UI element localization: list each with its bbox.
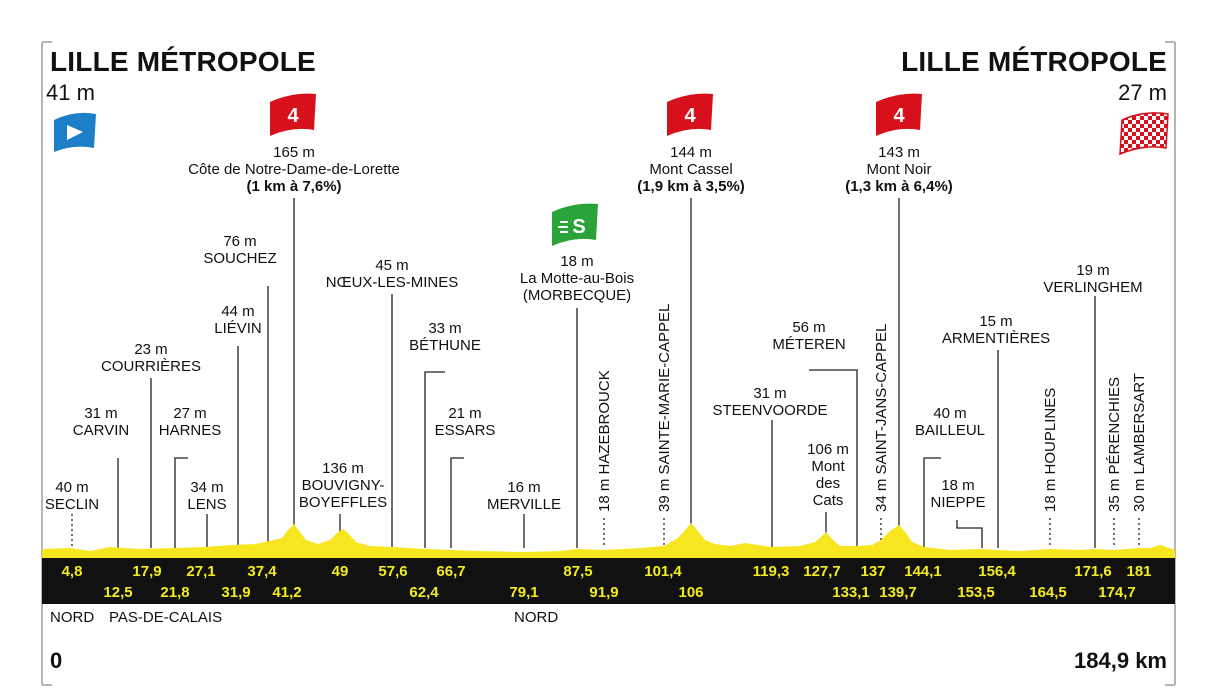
km-marker: 137 <box>860 563 886 580</box>
start-flag-icon <box>54 112 96 152</box>
climb-2-category: 4 <box>684 105 696 127</box>
km-marker: 87,5 <box>563 563 593 580</box>
km-marker: 66,7 <box>436 563 466 580</box>
km-marker: 41,2 <box>272 584 302 601</box>
finish-name: LILLE MÉTROPOLE <box>901 46 1167 77</box>
km-marker: 181 <box>1126 563 1152 580</box>
climb-3-category: 4 <box>893 105 905 127</box>
sprint-altitude: 18 m <box>560 253 594 270</box>
km-marker: 119,3 <box>752 563 790 580</box>
km-marker: 101,4 <box>644 563 682 580</box>
climb-label: 165 m Côte de Notre-Dame-de-Lorette (1 k… <box>188 144 400 195</box>
sprint-label: 18 m La Motte-au-Bois (MORBECQUE) <box>520 253 634 304</box>
km-marker: 144,1 <box>904 563 942 580</box>
profile-shape <box>42 523 1175 558</box>
climb-2-detail: (1,9 km à 3,5%) <box>637 178 745 195</box>
climb-category-flag-icon: 4 <box>876 93 922 136</box>
km-marker: 37,4 <box>247 563 277 580</box>
km-marker: 12,5 <box>103 584 133 601</box>
climb-1-category: 4 <box>287 105 299 127</box>
finish-altitude: 27 m <box>1118 80 1167 105</box>
climb-1-name: Côte de Notre-Dame-de-Lorette <box>188 161 400 178</box>
km-marker: 49 <box>331 563 349 580</box>
distance-start: 0 <box>50 648 63 673</box>
climb-label: 143 m Mont Noir (1,3 km à 6,4%) <box>845 144 953 195</box>
climb-3-detail: (1,3 km à 6,4%) <box>845 178 953 195</box>
climb-category-flag-icon: 4 <box>270 93 316 136</box>
sprint-badge: S <box>572 216 585 238</box>
climb-3-altitude: 143 m <box>878 144 920 161</box>
km-marker: 57,6 <box>378 563 408 580</box>
climb-2-name: Mont Cassel <box>649 161 733 178</box>
km-marker: 17,9 <box>132 563 162 580</box>
sprint-name: La Motte-au-Bois <box>519 270 635 287</box>
climb-2-altitude: 144 m <box>670 144 712 161</box>
km-marker: 174,7 <box>1098 584 1136 601</box>
climb-label: 144 m Mont Cassel (1,9 km à 3,5%) <box>637 144 745 195</box>
km-marker: 21,8 <box>160 584 190 601</box>
climb-3-name: Mont Noir <box>866 161 932 178</box>
sprint-flag-icon: S <box>552 203 598 246</box>
start-altitude: 41 m <box>46 80 95 105</box>
km-marker: 91,9 <box>589 584 619 601</box>
km-marker: 62,4 <box>409 584 439 601</box>
km-marker: 156,4 <box>978 563 1016 580</box>
start-name: LILLE MÉTROPOLE <box>50 46 316 77</box>
km-marker: 133,1 <box>832 584 870 601</box>
climb-category-flag-icon: 4 <box>667 93 713 136</box>
km-marker: 79,1 <box>509 584 539 601</box>
region-label: NORD <box>514 609 559 626</box>
km-marker: 171,6 <box>1074 563 1112 580</box>
km-marker: 106 <box>678 584 704 601</box>
checkered-flag-icon <box>1119 112 1169 156</box>
km-band <box>42 558 1175 604</box>
sprint-detail: (MORBECQUE) <box>522 287 632 304</box>
km-marker: 27,1 <box>186 563 216 580</box>
km-marker: 139,7 <box>879 584 917 601</box>
km-marker: 4,8 <box>61 563 83 580</box>
region-label: NORD <box>50 609 95 626</box>
km-marker: 127,7 <box>803 563 841 580</box>
km-marker: 164,5 <box>1029 584 1067 601</box>
distance-total: 184,9 km <box>1074 648 1167 673</box>
climb-1-altitude: 165 m <box>273 144 315 161</box>
km-marker: 31,9 <box>221 584 251 601</box>
km-marker: 153,5 <box>957 584 995 601</box>
climb-1-detail: (1 km à 7,6%) <box>246 178 342 195</box>
region-label: PAS-DE-CALAIS <box>109 609 223 626</box>
